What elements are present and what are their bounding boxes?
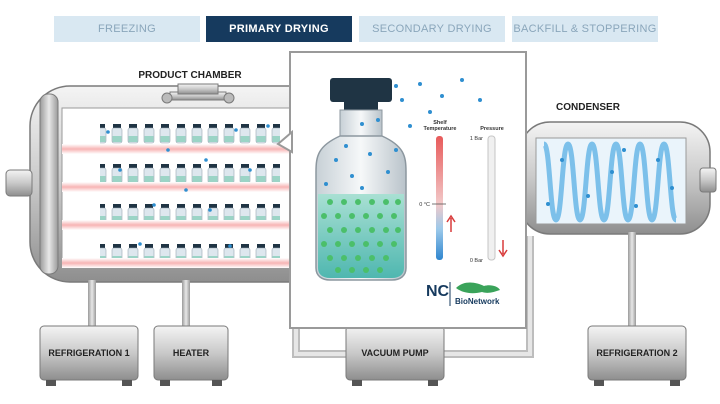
svg-text:BioNetwork: BioNetwork xyxy=(455,297,500,306)
product-chamber-label: PRODUCT CHAMBER xyxy=(138,70,242,81)
vial-closeup-callout: Shelf Temperature 0 °C Pressure 1 Bar 0 … xyxy=(276,51,527,329)
shelf-temperature-gauge: Shelf Temperature 0 °C xyxy=(419,120,456,260)
svg-text:NC: NC xyxy=(426,283,450,300)
condenser xyxy=(519,121,717,328)
refrigeration-1-label: REFRIGERATION 1 xyxy=(48,348,129,358)
product-chamber xyxy=(5,83,331,326)
vial-illustration xyxy=(315,78,482,281)
shelf-4 xyxy=(62,258,302,268)
nc-bionetwork-logo: NC BioNetwork xyxy=(426,282,500,306)
arrow-up-icon xyxy=(446,214,456,232)
heater-label: HEATER xyxy=(173,348,210,358)
shelf-zero-label: 0 °C xyxy=(419,202,430,208)
tab-freezing[interactable]: Freezing xyxy=(54,16,200,42)
refrigeration-2-label: REFRIGERATION 2 xyxy=(596,348,677,358)
vial-row-2 xyxy=(100,158,280,182)
pressure-bottom-label: 0 Bar xyxy=(470,258,483,264)
arrow-down-icon xyxy=(498,240,508,258)
vacuum-pump-label: VACUUM PUMP xyxy=(361,348,428,358)
svg-text:Shelf: Shelf xyxy=(433,120,447,126)
vacuum-pump-unit: VACUUM PUMP xyxy=(345,325,445,386)
shelf-3 xyxy=(62,220,302,230)
condenser-label: CONDENSER xyxy=(556,102,621,113)
vial-row-1 xyxy=(100,120,280,144)
vial-row-4 xyxy=(100,234,280,258)
heater-unit: HEATER xyxy=(153,325,229,386)
tab-backfill-stoppering[interactable]: Backfill & Stoppering xyxy=(512,16,658,42)
refrigeration-1-unit: REFRIGERATION 1 xyxy=(39,325,139,386)
svg-text:Temperature: Temperature xyxy=(424,126,457,132)
refrigeration-2-unit: REFRIGERATION 2 xyxy=(587,325,687,386)
tab-secondary-drying[interactable]: Secondary Drying xyxy=(359,16,505,42)
phase-tabs: Freezing Primary Drying Secondary Drying… xyxy=(54,16,658,42)
vial-row-3 xyxy=(100,196,280,220)
shelf-1 xyxy=(62,144,302,154)
pressure-gauge: Pressure 1 Bar 0 Bar xyxy=(470,126,508,264)
tab-primary-drying[interactable]: Primary Drying xyxy=(206,16,352,42)
shelf-2 xyxy=(62,182,302,192)
pressure-top-label: 1 Bar xyxy=(470,136,483,142)
svg-text:Pressure: Pressure xyxy=(480,126,504,132)
